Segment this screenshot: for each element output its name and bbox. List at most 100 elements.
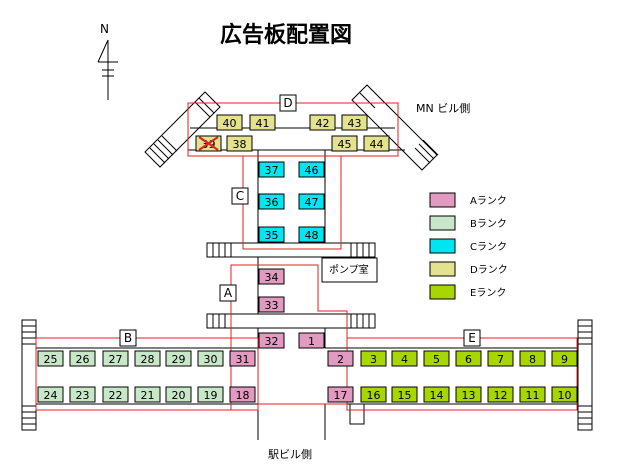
billboard-box (360, 350, 387, 367)
billboard-27[interactable]: 27 (102, 350, 129, 367)
billboard-number: 32 (265, 335, 279, 348)
billboard-box (363, 135, 390, 152)
billboard-box (134, 386, 161, 403)
billboard-box (216, 114, 243, 131)
billboard-15[interactable]: 15 (391, 386, 418, 403)
legend-swatch (429, 215, 456, 231)
billboard-33[interactable]: 33 (258, 296, 285, 313)
billboard-43[interactable]: 43 (341, 114, 368, 131)
billboard-box (487, 350, 514, 367)
billboard-14[interactable]: 14 (423, 386, 450, 403)
billboard-30[interactable]: 30 (197, 350, 224, 367)
legend-item-a: Aランク (429, 192, 507, 208)
billboard-number: 47 (305, 196, 319, 209)
billboard-16[interactable]: 16 (360, 386, 387, 403)
billboard-box (298, 161, 325, 178)
billboard-36[interactable]: 36 (258, 193, 285, 210)
billboard-box (551, 386, 578, 403)
billboard-7[interactable]: 7 (487, 350, 514, 367)
billboard-1[interactable]: 1 (298, 332, 325, 349)
billboard-26[interactable]: 26 (69, 350, 96, 367)
legend-label: Aランク (470, 195, 507, 207)
billboard-24[interactable]: 24 (37, 386, 64, 403)
billboard-35[interactable]: 35 (258, 226, 285, 243)
billboard-number: 8 (529, 353, 536, 366)
svg-text:C: C (236, 189, 244, 203)
billboard-box (391, 350, 418, 367)
billboard-box (298, 332, 325, 349)
billboard-9[interactable]: 9 (551, 350, 578, 367)
billboard-box (258, 332, 285, 349)
legend-swatch (429, 238, 456, 254)
billboard-number: 25 (44, 353, 58, 366)
billboard-20[interactable]: 20 (165, 386, 192, 403)
billboard-19[interactable]: 19 (197, 386, 224, 403)
billboard-47[interactable]: 47 (298, 193, 325, 210)
billboard-6[interactable]: 6 (455, 350, 482, 367)
billboard-number: 2 (337, 353, 344, 366)
billboard-2[interactable]: 2 (327, 350, 354, 367)
billboard-number: 44 (370, 138, 384, 151)
billboard-28[interactable]: 28 (134, 350, 161, 367)
billboard-8[interactable]: 8 (519, 350, 546, 367)
billboard-3[interactable]: 3 (360, 350, 387, 367)
billboard-5[interactable]: 5 (423, 350, 450, 367)
billboard-46[interactable]: 46 (298, 161, 325, 178)
billboard-number: 5 (433, 353, 440, 366)
billboard-number: 19 (204, 389, 218, 402)
billboard-number: 3 (370, 353, 377, 366)
billboard-4[interactable]: 4 (391, 350, 418, 367)
billboard-number: 46 (305, 164, 319, 177)
legend-item-d: Dランク (429, 261, 508, 277)
zone-label-c: C (231, 187, 249, 205)
billboard-45[interactable]: 45 (331, 135, 358, 152)
billboard-number: 41 (256, 117, 270, 130)
mn-building-label: MN ビル側 (416, 102, 470, 115)
billboard-number: 4 (401, 353, 408, 366)
billboard-box (258, 161, 285, 178)
billboard-40[interactable]: 40 (216, 114, 243, 131)
billboard-number: 10 (558, 389, 572, 402)
billboard-box (197, 350, 224, 367)
billboard-32[interactable]: 32 (258, 332, 285, 349)
billboard-13[interactable]: 13 (455, 386, 482, 403)
billboard-18[interactable]: 18 (229, 386, 256, 403)
billboard-29[interactable]: 29 (165, 350, 192, 367)
billboard-44[interactable]: 44 (363, 135, 390, 152)
billboard-box (197, 386, 224, 403)
billboard-23[interactable]: 23 (69, 386, 96, 403)
legend-label: Bランク (470, 218, 507, 230)
billboard-number: 15 (398, 389, 412, 402)
billboard-48[interactable]: 48 (298, 226, 325, 243)
billboard-37[interactable]: 37 (258, 161, 285, 178)
billboard-box (258, 226, 285, 243)
billboard-box (229, 350, 256, 367)
billboard-25[interactable]: 25 (37, 350, 64, 367)
billboard-38[interactable]: 38 (226, 135, 253, 152)
right-end-stair (577, 319, 593, 431)
billboard-number: 38 (233, 138, 247, 151)
compass-letter: N (100, 22, 109, 36)
billboard-31[interactable]: 31 (229, 350, 256, 367)
billboard-34[interactable]: 34 (258, 268, 285, 285)
zone-label-a: A (219, 284, 237, 302)
billboard-11[interactable]: 11 (519, 386, 546, 403)
billboard-box (69, 350, 96, 367)
billboard-number: 11 (526, 389, 540, 402)
concourse-structure (21, 84, 593, 440)
billboard-41[interactable]: 41 (249, 114, 276, 131)
billboard-box (258, 296, 285, 313)
billboard-22[interactable]: 22 (102, 386, 129, 403)
billboard-box (487, 386, 514, 403)
billboard-number: 9 (561, 353, 568, 366)
billboard-10[interactable]: 10 (551, 386, 578, 403)
billboard-42[interactable]: 42 (309, 114, 336, 131)
legend-label: Eランク (470, 287, 506, 299)
billboard-21[interactable]: 21 (134, 386, 161, 403)
billboard-39[interactable]: 39 (195, 135, 222, 152)
billboard-12[interactable]: 12 (487, 386, 514, 403)
billboard-17[interactable]: 17 (327, 386, 354, 403)
billboard-box (298, 193, 325, 210)
